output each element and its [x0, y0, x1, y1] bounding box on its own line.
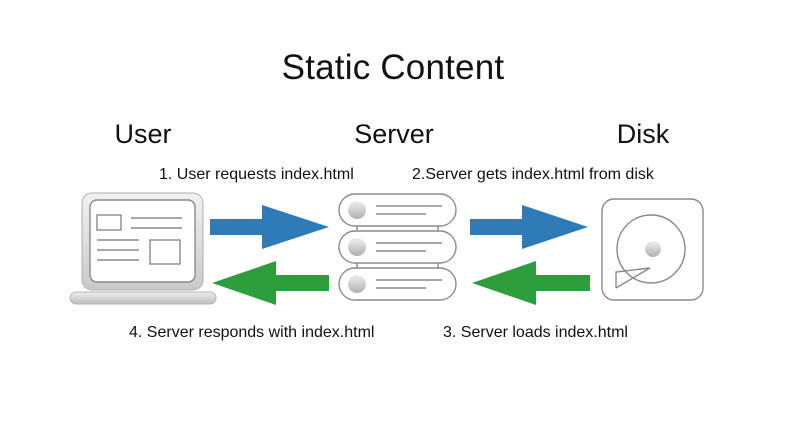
step-1-label: 1. User requests index.html: [159, 166, 354, 183]
server-stack-icon: [338, 193, 457, 301]
response-arrow-disk-to-server: [472, 261, 590, 305]
laptop-icon: [69, 192, 217, 305]
response-arrow-server-to-user: [212, 261, 329, 305]
diagram-title: Static Content: [281, 48, 505, 87]
hard-disk-icon: [601, 198, 704, 301]
server-heading: Server: [354, 119, 434, 149]
user-heading: User: [114, 119, 172, 149]
request-arrow-user-to-server: [210, 205, 329, 249]
step-4-label: 4. Server responds with index.html: [129, 324, 375, 341]
step-3-label: 3. Server loads index.html: [443, 324, 628, 341]
disk-heading: Disk: [616, 119, 670, 149]
step-2-label: 2.Server gets index.html from disk: [412, 166, 654, 183]
request-arrow-server-to-disk: [470, 205, 588, 249]
